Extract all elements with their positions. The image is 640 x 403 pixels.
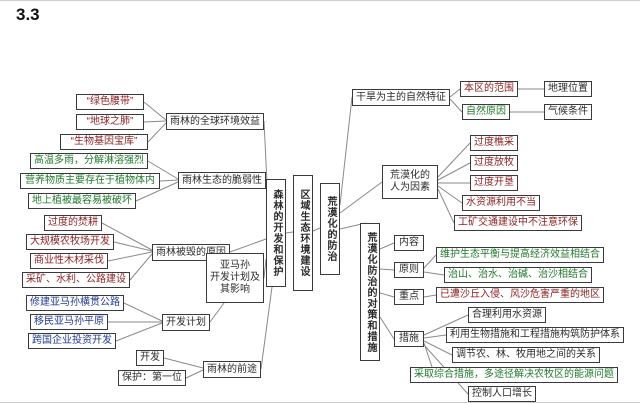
node-fragility: 雨林生态的脆弱性 <box>178 172 266 189</box>
node-desert-branch: 荒漠化的防治 <box>320 183 340 275</box>
node-farm-development: 大规模农牧场开发 <box>26 234 114 250</box>
node-development-plan: 开发计划 <box>162 314 210 331</box>
node-vegetation: 地上植被最容易被破坏 <box>28 193 136 209</box>
node-principle-combined-treatment: 治山、治水、治碱、治沙相结合 <box>444 267 592 283</box>
node-measure-protection-system: 利用生物措施和工程措施构筑防护体系 <box>446 327 624 343</box>
node-focus: 重点 <box>394 289 424 305</box>
node-protection-first: 保护：第一位 <box>118 370 186 386</box>
node-natural-cause: 自然原因 <box>462 104 510 120</box>
node-nutrients: 营养物质主要存在于植物体内 <box>20 173 160 189</box>
node-principle-ecology-economy: 维护生态平衡与提高经济效益相结合 <box>436 247 604 263</box>
node-measures: 措施 <box>394 331 424 347</box>
node-arid-features: 干旱为主的自然特征 <box>352 89 450 106</box>
node-focus-area: 已遭沙丘入侵、风沙危害严重的地区 <box>436 287 604 303</box>
node-measure-energy: 采取综合措施，多途径解决农牧区的能源问题 <box>410 367 618 383</box>
page-title: 3.3 <box>16 5 40 24</box>
node-content: 内容 <box>394 235 424 251</box>
node-slash-burn: 过度的焚耕 <box>44 215 102 231</box>
node-measure-land-balance: 调节农、林、牧用地之间的关系 <box>452 347 600 363</box>
node-measure-population: 控制人口增长 <box>468 386 536 402</box>
amazon-plan-line-3: 其影响 <box>220 284 250 295</box>
node-region-range: 本区的范围 <box>460 81 518 97</box>
amazon-plan-line-2: 开发计划及 <box>210 272 260 283</box>
node-measure-water: 合理利用水资源 <box>468 307 546 323</box>
human-factors-line-1: 荒漠化的 <box>390 170 430 181</box>
node-overcutting: 过度樵采 <box>470 135 518 151</box>
node-forest-branch: 森林的开发和保护 <box>266 179 286 287</box>
node-overreclamation: 过度开垦 <box>470 175 518 191</box>
node-global-benefits: 雨林的全球环境效益 <box>166 113 264 130</box>
node-rainforest-future: 雨林的前途 <box>203 361 261 378</box>
node-green-belt: “绿色腰带” <box>76 94 144 110</box>
node-mining-roads: 采矿、水利、公路建设 <box>22 272 130 288</box>
node-construction-pollution: 工矿交通建设中不注意环保 <box>454 215 582 231</box>
amazon-plan-line-1: 亚马孙 <box>220 260 250 271</box>
node-development: 开发 <box>136 350 164 366</box>
node-human-factors: 荒漠化的 人为因素 <box>382 165 438 199</box>
node-principle: 原则 <box>394 262 424 278</box>
human-factors-line-2: 人为因素 <box>390 182 430 193</box>
node-water-misuse: 水资源利用不当 <box>462 195 540 211</box>
node-root-topic: 区域生态环境建设 <box>293 175 313 291</box>
node-climate-condition: 气候条件 <box>544 104 592 120</box>
node-earth-lung: “地球之肺” <box>76 114 144 130</box>
node-geographic-location: 地理位置 <box>544 81 592 97</box>
node-foreign-investment: 跨国企业投资开发 <box>28 333 116 349</box>
node-overgrazing: 过度放牧 <box>470 155 518 171</box>
node-gene-bank: “生物基因宝库” <box>60 134 148 150</box>
node-control-measures: 荒漠化防治的对策和措施 <box>360 223 380 361</box>
node-trans-amazon-highway: 修建亚马孙横贯公路 <box>26 295 124 311</box>
node-amazon-migration: 移民亚马孙平原 <box>30 314 108 330</box>
node-hot-rain: 高温多雨，分解淋溶强烈 <box>30 153 148 169</box>
node-timber-logging: 商业性木材采伐 <box>30 253 108 269</box>
node-amazon-plan-impact: 亚马孙 开发计划及 其影响 <box>206 253 264 303</box>
